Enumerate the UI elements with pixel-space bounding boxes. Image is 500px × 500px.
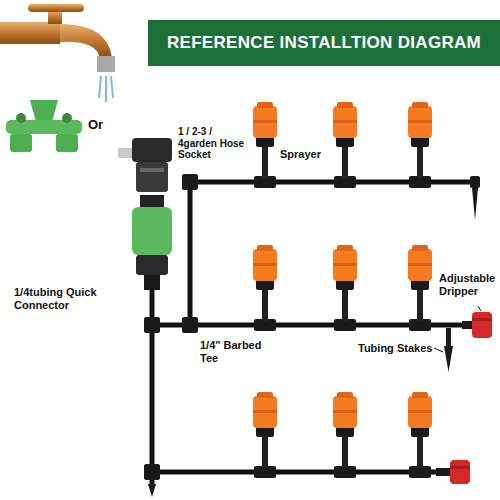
part-label: Or [88, 118, 118, 133]
part-label: 1/4tubing Quick Connector [14, 286, 126, 311]
leader-lines [434, 306, 481, 352]
barbed-tees [144, 174, 198, 480]
part-label: Tubing Stakes [358, 342, 436, 355]
y-splitter [6, 100, 82, 152]
hose-socket [118, 138, 172, 192]
adjustable-drippers [436, 312, 492, 484]
title: REFERENCE INSTALLTION DIAGRAM [167, 33, 481, 53]
tubing-stakes [148, 176, 480, 497]
faucet [0, 4, 115, 102]
part-label: 1 / 2-3 / 4garden Hose Socket [178, 126, 252, 161]
part-label: Sprayer [280, 148, 338, 161]
part-label: 1/4" Barbed Tee [200, 339, 270, 364]
title-banner: REFERENCE INSTALLTION DIAGRAM [148, 20, 500, 66]
part-label: Adjustable Dripper [439, 272, 497, 297]
sprayers [253, 102, 432, 478]
tubing [152, 182, 472, 484]
quick-connector [132, 195, 172, 290]
